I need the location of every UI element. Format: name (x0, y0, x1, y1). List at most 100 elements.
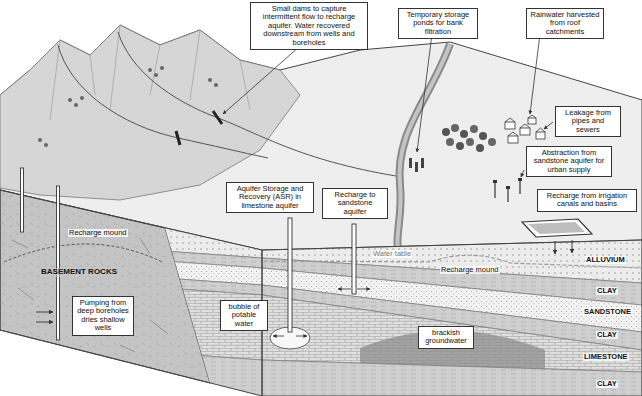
layer-label: CLAY (596, 287, 618, 295)
shallow-well (21, 168, 24, 232)
leader-line (544, 122, 553, 129)
layer-label: LIMESTONE (583, 353, 629, 361)
asr-well (288, 218, 292, 332)
tree (446, 138, 454, 146)
callout-box: Rainwater harvested from roof catchments (526, 8, 604, 39)
label-anchor: Water table (372, 250, 412, 258)
roof (505, 115, 545, 136)
layer-label: CLAY (596, 380, 618, 388)
storage-pond (421, 158, 424, 168)
callout-text: Abstraction from sandstone aquifer for u… (530, 149, 608, 174)
callout-box: bubble of potable water (220, 300, 268, 331)
shrub (74, 103, 78, 107)
shrub (68, 98, 72, 102)
callout-box: Leakage from pipes and sewers (555, 106, 621, 137)
river-water (397, 44, 450, 249)
tree (476, 144, 484, 152)
well (494, 182, 495, 198)
recharge-well (352, 224, 356, 294)
clay-layer (150, 352, 642, 396)
shrub (154, 73, 158, 77)
rock-cracks (12, 238, 168, 352)
shrub (38, 138, 42, 142)
callout-text: Small dams to capture intermittent flow … (254, 5, 364, 47)
label-anchor: Recharge mound (68, 229, 128, 237)
leader-line (223, 46, 300, 114)
basin-water (528, 222, 585, 234)
trees (442, 124, 496, 152)
flow-arrow (273, 336, 284, 337)
callout-text: Aquifer Storage and Recovery (ASR) in li… (230, 185, 310, 210)
recharge-arrow (555, 241, 556, 254)
leader-line (530, 34, 540, 114)
well-head (493, 180, 497, 183)
mound-label: Recharge mound (440, 266, 500, 274)
water-table-label: Water table (372, 250, 412, 258)
leader-line (521, 170, 524, 177)
stream (58, 45, 268, 158)
basement-rocks (0, 190, 210, 383)
tree (456, 142, 464, 150)
tree (470, 125, 478, 133)
house (520, 128, 530, 135)
well (507, 188, 508, 202)
tree (451, 124, 459, 132)
recharge-arrow (572, 240, 573, 253)
shrub (148, 68, 152, 72)
small-dam (213, 111, 222, 124)
tree (479, 132, 487, 140)
callout-text: Recharge to sandstone aquifer (326, 191, 384, 216)
left-face-outline (0, 190, 262, 396)
rock-label: BASEMENT ROCKS (40, 268, 118, 277)
stream (118, 32, 396, 176)
storage-pond (409, 158, 412, 168)
layer-label: ALLUVIUM (585, 256, 626, 264)
deep-borehole (57, 186, 60, 340)
callout-text: Rainwater harvested from roof catchments (530, 11, 600, 36)
tree (488, 138, 496, 146)
label-anchor: SANDSTONE (583, 308, 632, 316)
callout-box: Temporary storage ponds for bank filtrat… (398, 8, 478, 39)
callout-box: Pumping from deep boreholes dries shallo… (72, 296, 134, 336)
callout-box: Small dams to capture intermittent flow … (250, 2, 368, 50)
leader-line (417, 34, 432, 152)
house (505, 122, 515, 129)
storage-pond (415, 162, 418, 172)
well (519, 180, 520, 194)
label-anchor: LIMESTONE (583, 353, 629, 361)
label-anchor: CLAY (596, 380, 618, 388)
callout-box: Abstraction from sandstone aquifer for u… (526, 146, 612, 177)
supply-wells (493, 178, 522, 202)
tree (442, 128, 450, 136)
houses (505, 115, 545, 143)
small-dam (176, 131, 180, 145)
callout-text: Recharge from irrigation canals and basi… (541, 192, 633, 209)
callout-text: brackish groundwater (422, 329, 470, 346)
tree (466, 138, 474, 146)
callout-box: brackish groundwater (418, 326, 474, 349)
callout-text: Pumping from deep boreholes dries shallo… (76, 299, 130, 333)
label-anchor: CLAY (596, 331, 618, 339)
mountains (0, 25, 300, 200)
flow-arrow (296, 336, 307, 337)
shrub (208, 78, 212, 82)
sediment-layers (150, 200, 642, 396)
right-face-outline (262, 240, 642, 396)
well-head (518, 178, 522, 181)
layer-label: CLAY (596, 331, 618, 339)
label-anchor: CLAY (596, 287, 618, 295)
house (528, 118, 536, 124)
mound-label: Recharge mound (68, 229, 128, 237)
label-anchor: ALLUVIUM (585, 256, 626, 264)
irrigation-basin (522, 219, 592, 237)
shrub (160, 66, 164, 70)
flow-arrow (36, 322, 53, 323)
house (536, 132, 545, 139)
shrub (80, 96, 84, 100)
label-anchor: BASEMENT ROCKS (40, 268, 118, 277)
callout-text: Temporary storage ponds for bank filtrat… (402, 11, 474, 36)
recharge-mound-line (4, 244, 162, 262)
callout-text: Leakage from pipes and sewers (559, 109, 617, 134)
house (508, 136, 518, 143)
